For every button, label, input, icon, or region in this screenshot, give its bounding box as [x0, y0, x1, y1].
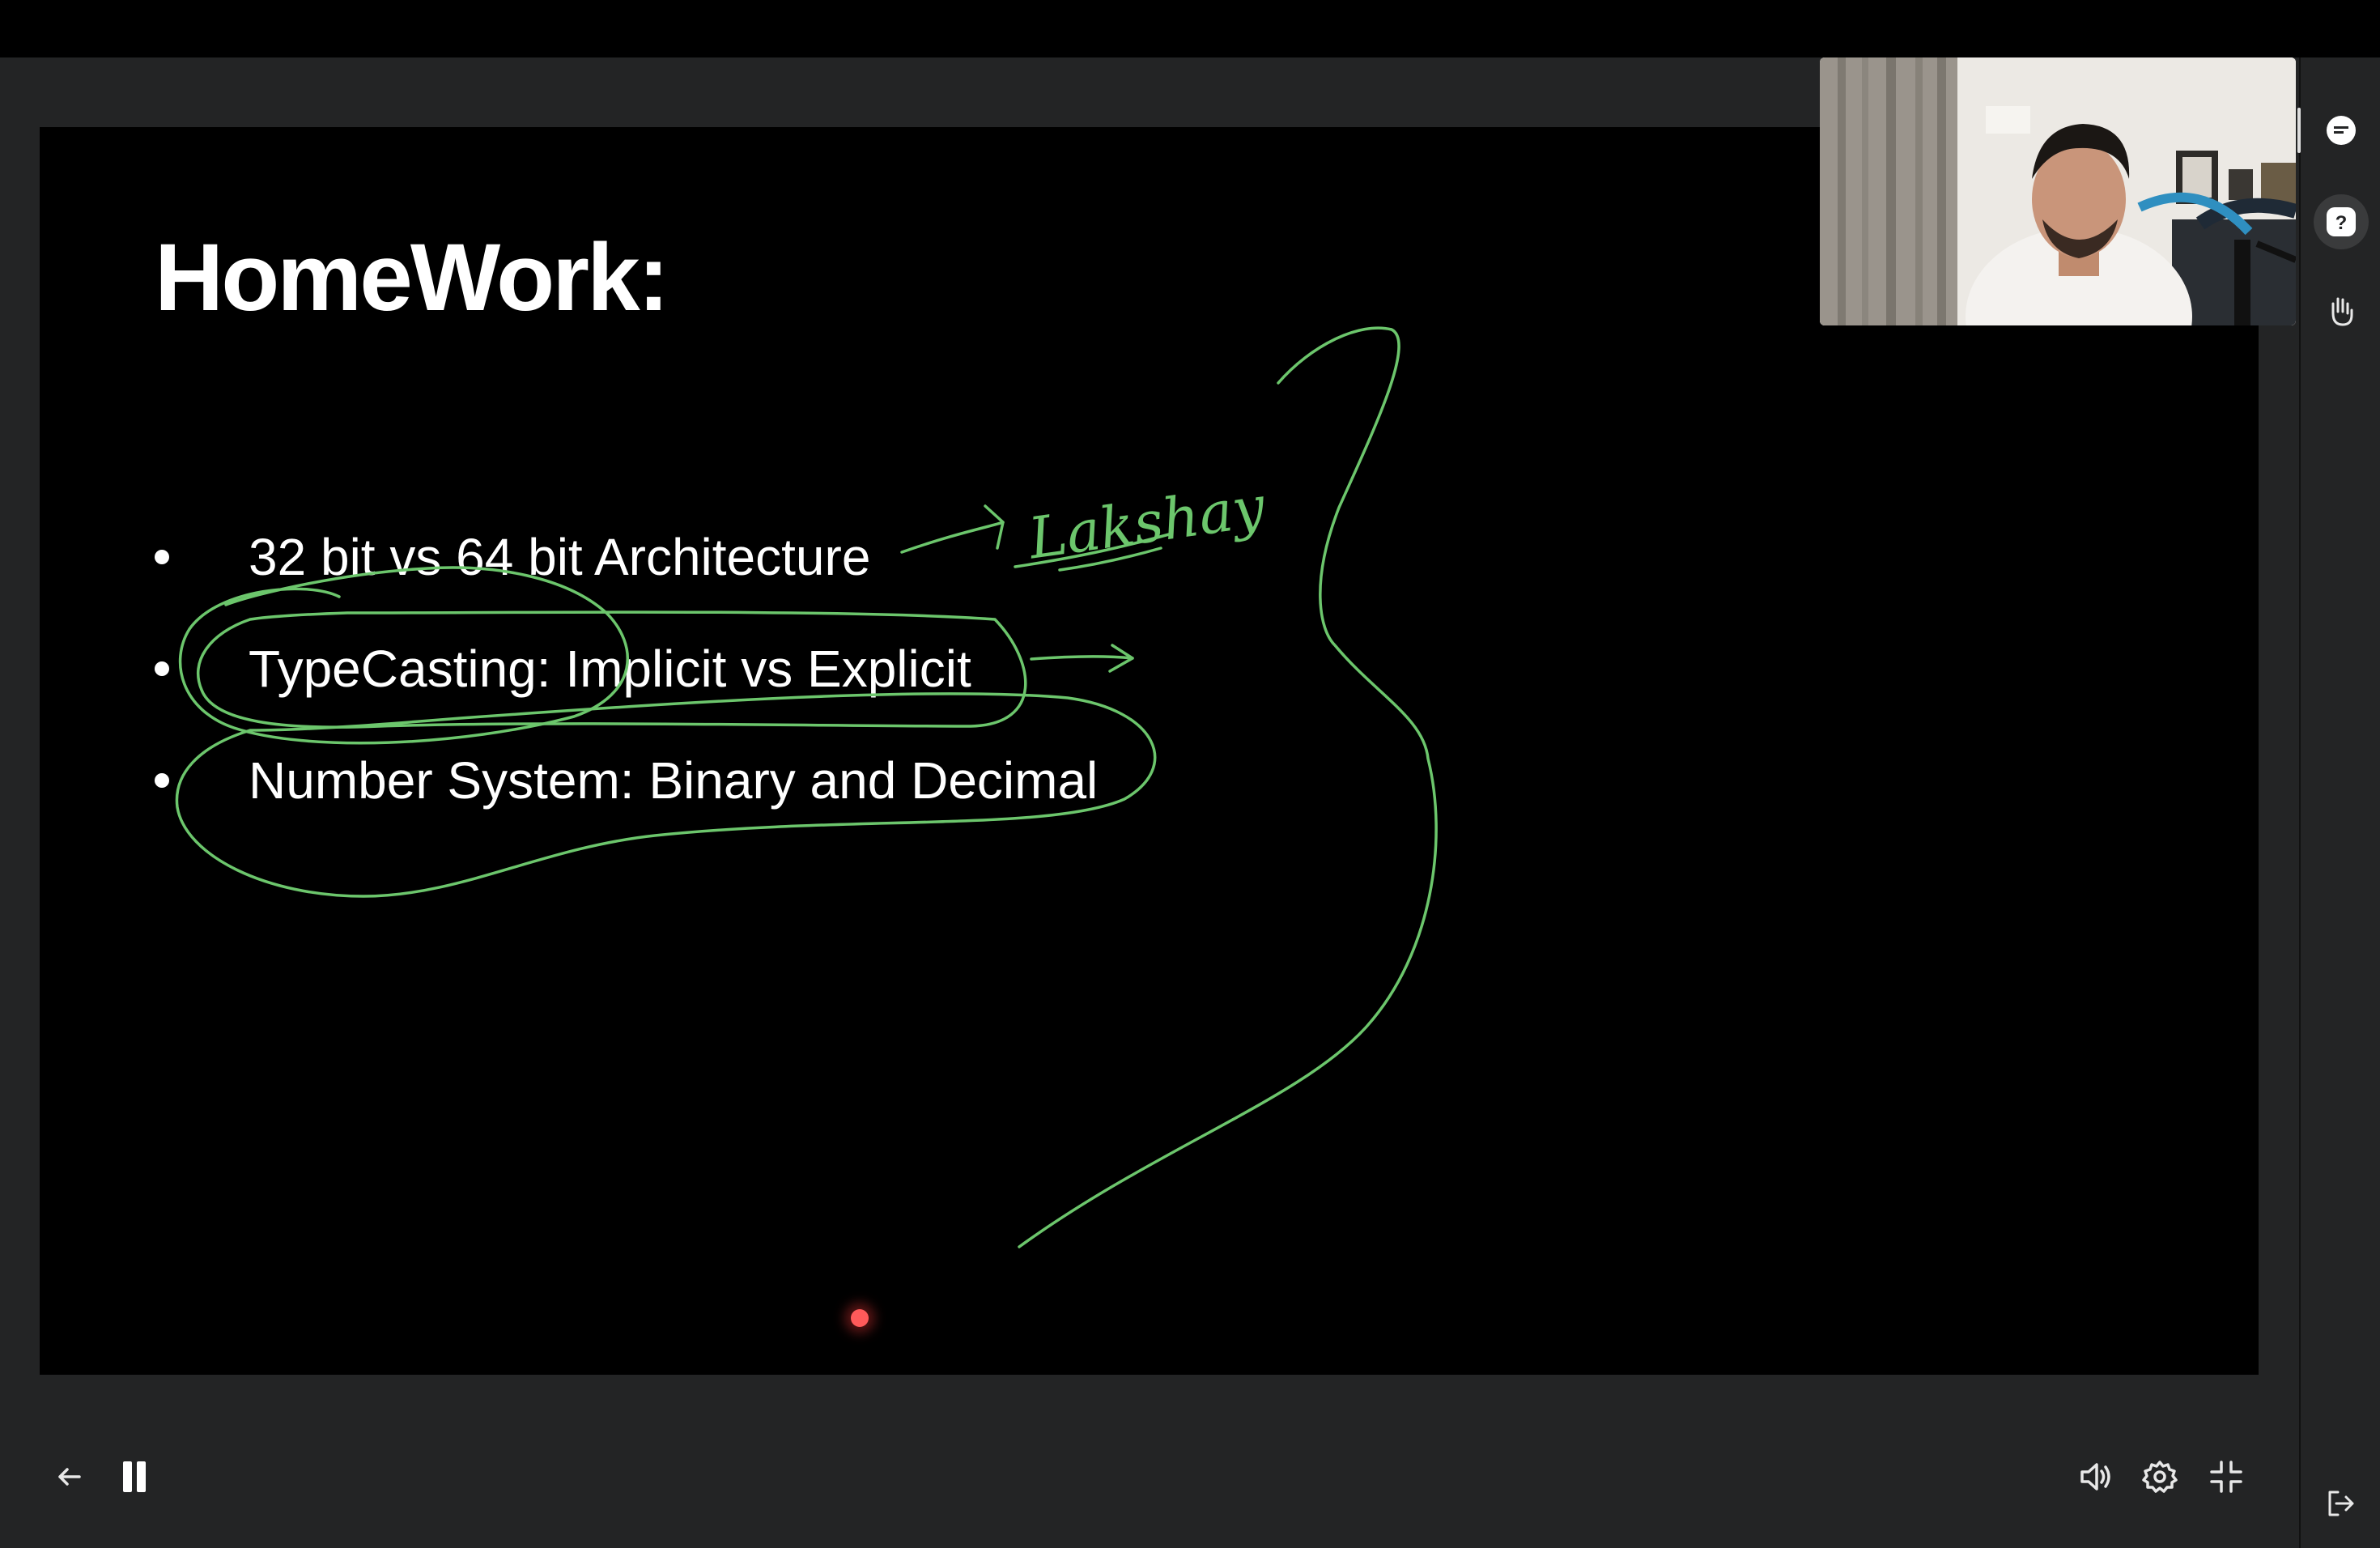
question-icon: ?	[2327, 207, 2356, 236]
volume-icon	[2080, 1463, 2110, 1491]
gear-icon	[2142, 1461, 2178, 1493]
bullet-item: Number System: Binary and Decimal	[155, 725, 1098, 836]
active-indicator	[2297, 108, 2301, 153]
laser-pointer	[851, 1309, 869, 1327]
leave-button[interactable]	[2318, 1481, 2364, 1526]
volume-button[interactable]	[2069, 1451, 2121, 1503]
bullet-item: 32 bit vs 64 bit Architecture	[155, 501, 1098, 613]
bullet-text: 32 bit vs 64 bit Architecture	[249, 528, 871, 586]
pause-button[interactable]	[108, 1451, 160, 1503]
leave-icon	[2328, 1491, 2354, 1516]
raise-hand-icon	[2331, 297, 2353, 326]
bullet-item: TypeCasting: Implicit vs Explicit	[155, 613, 1098, 725]
settings-button[interactable]	[2134, 1451, 2186, 1503]
bullet-text: TypeCasting: Implicit vs Explicit	[249, 640, 971, 698]
top-bar	[0, 0, 2380, 57]
chat-button[interactable]	[2318, 108, 2364, 153]
bullet-dot	[155, 661, 169, 676]
raise-hand-button[interactable]	[2318, 287, 2364, 333]
bullet-text: Number System: Binary and Decimal	[249, 751, 1099, 810]
right-sidebar: ?	[2297, 57, 2380, 1548]
pause-icon	[123, 1461, 146, 1492]
exit-fullscreen-button[interactable]	[2200, 1451, 2252, 1503]
exit-fullscreen-icon	[2210, 1461, 2242, 1493]
back-button[interactable]	[44, 1451, 96, 1503]
bullet-list: 32 bit vs 64 bit Architecture TypeCastin…	[155, 501, 1098, 836]
ink-arrowhead-2	[1108, 644, 1134, 673]
chat-icon	[2327, 116, 2356, 145]
presenter-video-image	[1820, 57, 2296, 325]
slide-title: HomeWork:	[155, 224, 669, 331]
bullet-dot	[155, 773, 169, 788]
svg-text:?: ?	[2335, 212, 2348, 234]
arrow-left-icon	[58, 1468, 81, 1486]
bullet-dot	[155, 550, 169, 564]
doubt-button[interactable]: ?	[2314, 194, 2369, 249]
webcam-feed[interactable]	[1820, 57, 2296, 325]
